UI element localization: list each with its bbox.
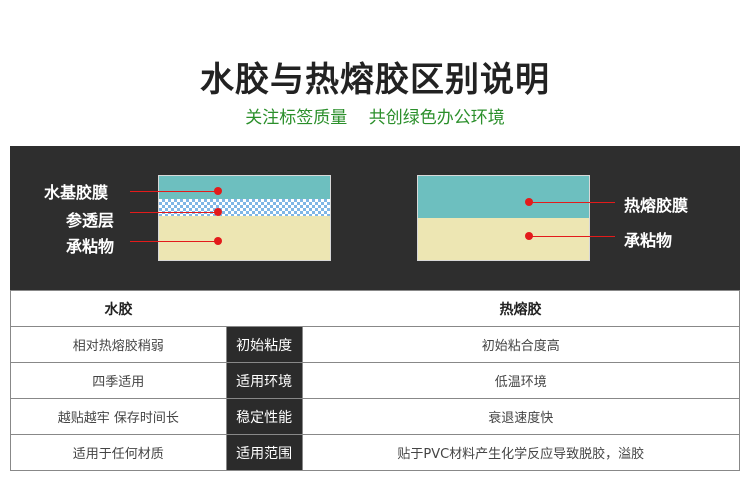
comparison-table: 水胶 热熔胶 相对热熔胶稍弱 初始粘度 初始粘合度高 四季适用 适用环境 低温环… — [10, 290, 741, 471]
label-substrate: 承粘物 — [66, 237, 115, 256]
cell-water-glue: 四季适用 — [10, 362, 227, 399]
pointer-dot — [214, 237, 222, 245]
cell-attribute: 适用范围 — [225, 434, 303, 471]
cell-attribute: 初始粘度 — [225, 326, 303, 363]
substrate-layer — [418, 218, 589, 260]
table-header-row: 水胶 热熔胶 — [10, 290, 741, 327]
header-water-glue: 水胶 — [10, 290, 227, 327]
subtitle-left: 关注标签质量 — [245, 108, 348, 128]
table-row: 适用于任何材质 适用范围 贴于PVC材料产生化学反应导致脱胶，溢胶 — [10, 434, 741, 471]
hotmelt-glue-sample — [417, 175, 590, 261]
layer-diagram-panel: 水基胶膜 参透层 承粘物 热熔胶膜 承粘物 — [10, 146, 740, 290]
label-hotmelt-film: 热熔胶膜 — [624, 196, 689, 215]
cell-attribute: 适用环境 — [225, 362, 303, 399]
cell-water-glue: 越贴越牢 保存时间长 — [10, 398, 227, 435]
table-row: 相对热熔胶稍弱 初始粘度 初始粘合度高 — [10, 326, 741, 363]
cell-water-glue: 相对热熔胶稍弱 — [10, 326, 227, 363]
water-glue-sample — [158, 175, 331, 261]
hotmelt-film-layer — [418, 176, 589, 218]
cell-attribute: 稳定性能 — [225, 398, 303, 435]
header-spacer — [226, 290, 303, 327]
pointer-dot — [214, 187, 222, 195]
substrate-layer — [159, 216, 330, 260]
page-subtitle: 关注标签质量 共创绿色办公环境 — [0, 103, 750, 128]
subtitle-right: 共创绿色办公环境 — [368, 108, 505, 128]
cell-hotmelt-glue: 低温环境 — [301, 362, 741, 399]
table-row: 四季适用 适用环境 低温环境 — [10, 362, 741, 399]
pointer-line — [529, 202, 615, 203]
cell-hotmelt-glue: 初始粘合度高 — [301, 326, 741, 363]
table-row: 越贴越牢 保存时间长 稳定性能 衰退速度快 — [10, 398, 741, 435]
cell-hotmelt-glue: 贴于PVC材料产生化学反应导致脱胶，溢胶 — [301, 434, 741, 471]
pointer-line — [529, 236, 615, 237]
cell-hotmelt-glue: 衰退速度快 — [301, 398, 741, 435]
pointer-line — [130, 241, 218, 242]
pointer-line — [130, 191, 218, 192]
label-penetration: 参透层 — [66, 211, 115, 230]
penetration-layer — [159, 199, 330, 216]
cell-water-glue: 适用于任何材质 — [10, 434, 227, 471]
label-substrate-right: 承粘物 — [624, 231, 673, 250]
header-hotmelt-glue: 热熔胶 — [302, 290, 741, 327]
water-glue-film-layer — [159, 176, 330, 199]
label-water-film: 水基胶膜 — [44, 183, 109, 202]
pointer-dot — [214, 208, 222, 216]
pointer-line — [130, 212, 218, 213]
page-title: 水胶与热熔胶区别说明 — [200, 60, 550, 100]
